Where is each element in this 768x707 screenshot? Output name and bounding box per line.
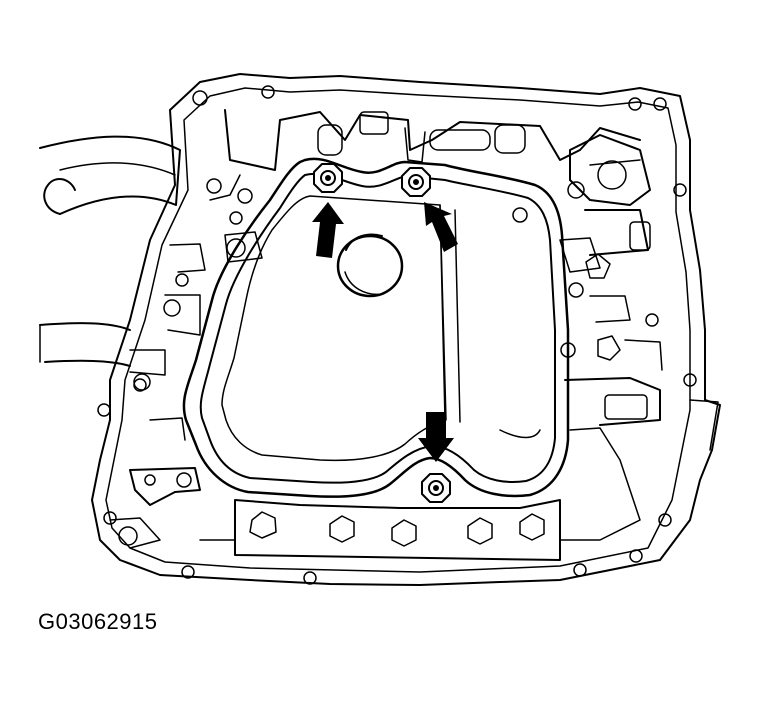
oil-strainer — [182, 157, 570, 498]
arrow-to-center-bolt — [424, 202, 458, 252]
right-valve-body-detail — [559, 134, 719, 541]
valve-body-illustration — [39, 73, 721, 586]
arrow-to-left-bolt — [312, 202, 344, 258]
arrow-to-bottom-bolt — [418, 412, 454, 462]
indicator-arrows — [312, 202, 458, 462]
strainer-bolt-bottom — [421, 473, 451, 503]
figure-code: G03062915 — [38, 609, 158, 634]
left-hose-drawing — [39, 135, 181, 367]
transmission-case-outline — [91, 73, 721, 586]
flange-bolt-holes — [97, 85, 697, 585]
strainer-bolt-center — [401, 167, 431, 197]
upper-valve-body-detail — [129, 109, 641, 441]
lower-valve-body-detail — [109, 467, 561, 561]
strainer-bolt-left — [313, 163, 343, 193]
